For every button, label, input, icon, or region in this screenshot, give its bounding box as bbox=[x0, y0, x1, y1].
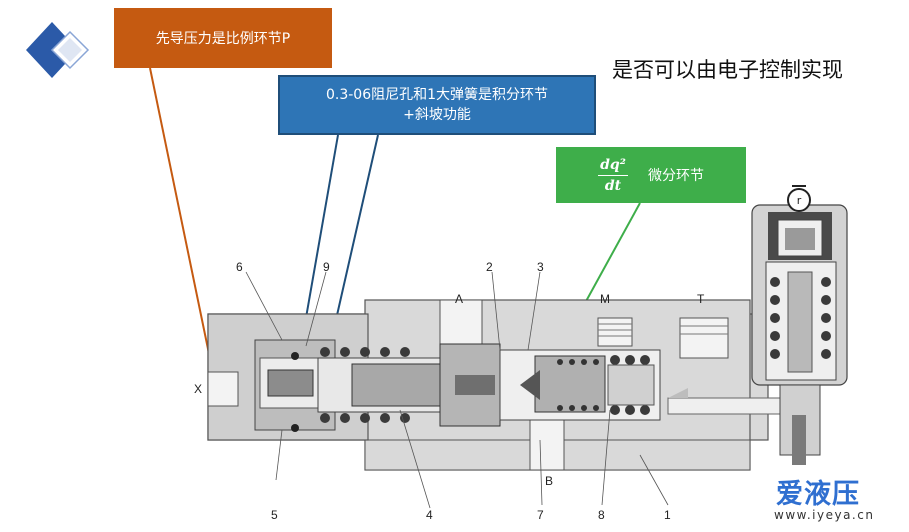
part-label-2: 2 bbox=[486, 260, 493, 274]
part-label-7: 7 bbox=[537, 508, 544, 522]
formula-denominator: dt bbox=[604, 177, 622, 194]
part-label-5: 5 bbox=[271, 508, 278, 522]
part-label-3: 3 bbox=[537, 260, 544, 274]
decorative-diamonds bbox=[26, 22, 90, 78]
part-label-1: 1 bbox=[664, 508, 671, 522]
question-text: 是否可以由电子控制实现 bbox=[612, 58, 843, 82]
integral-callout: 0.3-06阻尼孔和1大弹簧是积分环节 +斜坡功能 bbox=[278, 75, 596, 135]
port-label-a: A bbox=[455, 292, 464, 306]
i-callout-line-2 bbox=[329, 134, 379, 347]
integral-label-line2: +斜坡功能 bbox=[403, 107, 471, 123]
fraction-bar bbox=[598, 174, 628, 176]
part-label-4: 4 bbox=[426, 508, 433, 522]
part-label-9: 9 bbox=[323, 260, 330, 274]
port-label-t: T bbox=[697, 292, 705, 306]
watermark-logo: 爱液压 www.iyeya.cn bbox=[770, 470, 908, 528]
proportional-callout: 先导压力是比例环节P bbox=[114, 8, 332, 68]
formula-numerator: dq² bbox=[600, 156, 626, 173]
derivative-formula: dq² dt bbox=[598, 157, 628, 194]
svg-text:r: r bbox=[797, 194, 802, 207]
port-label-m: M bbox=[600, 292, 610, 306]
proportional-label: 先导压力是比例环节P bbox=[155, 31, 291, 47]
port-label-x: X bbox=[194, 382, 203, 396]
p-callout-line bbox=[149, 67, 215, 379]
part-label-6: 6 bbox=[236, 260, 243, 274]
compensator-spool bbox=[499, 349, 661, 421]
watermark-brand: 爱液压 bbox=[776, 479, 860, 510]
watermark-url: www.iyeya.cn bbox=[774, 508, 875, 522]
main-spool bbox=[317, 343, 501, 427]
derivative-label: 微分环节 bbox=[648, 168, 704, 184]
relief-cartridge: r bbox=[751, 185, 848, 465]
integral-label-line1: 0.3-06阻尼孔和1大弹簧是积分环节 bbox=[325, 87, 549, 103]
part-label-8: 8 bbox=[598, 508, 605, 522]
derivative-callout: dq² dt 微分环节 bbox=[556, 147, 746, 203]
port-label-b: B bbox=[545, 474, 554, 488]
